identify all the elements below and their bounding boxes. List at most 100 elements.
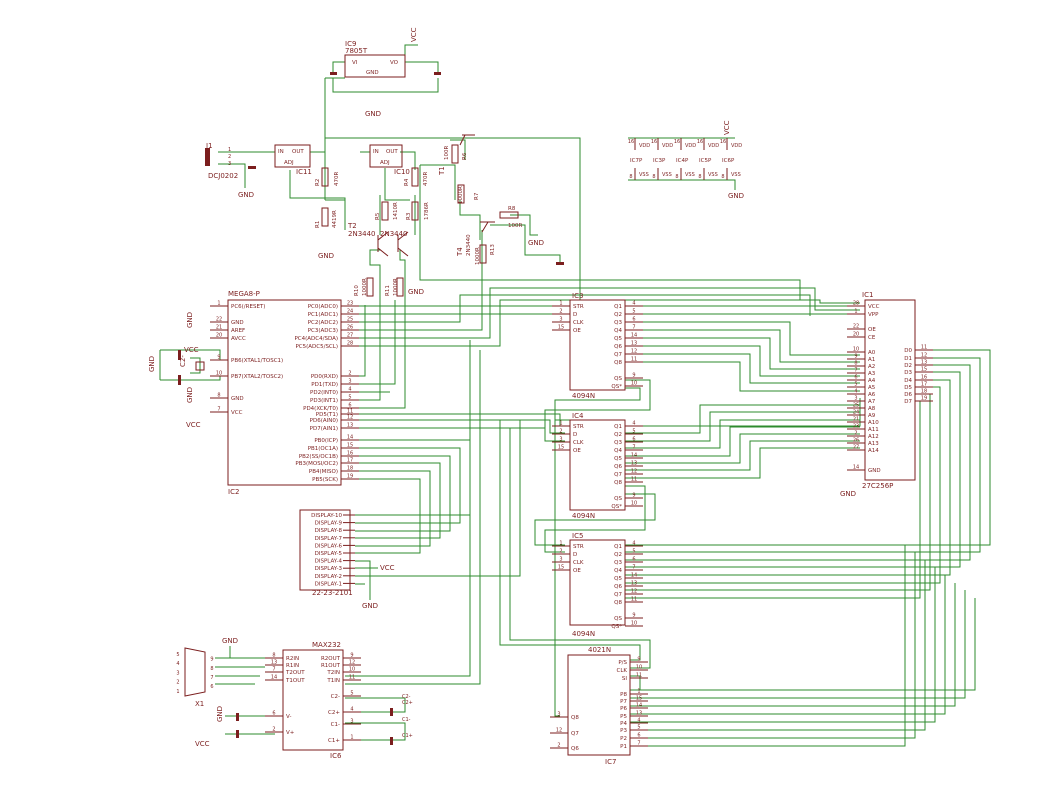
power-pin-top: 16 bbox=[697, 139, 703, 145]
sr0-right-pin-name: Q1 bbox=[614, 304, 622, 310]
r13-ref: R13 bbox=[490, 244, 496, 255]
ic7-p-pin-num: 13 bbox=[636, 711, 642, 717]
ic7-left-pin-name: Q8 bbox=[571, 715, 579, 721]
mcu-right-pin-num: 11 bbox=[347, 409, 353, 415]
gnd-label-mcu: GND bbox=[186, 312, 194, 328]
max232-title: MAX232 bbox=[312, 641, 341, 649]
sr0-right-pin-num: 7 bbox=[632, 325, 635, 331]
power-cap-label: IC3P bbox=[653, 158, 666, 164]
gnd-label-j1: GND bbox=[238, 191, 254, 199]
eprom-left-pin-num: 9 bbox=[854, 354, 857, 360]
ic9-pin-vi: VI bbox=[352, 60, 358, 66]
sr1-right-pin-num: 12 bbox=[631, 469, 637, 475]
ic7-p-pin-name: P1 bbox=[620, 744, 627, 750]
ic11-pin-out: OUT bbox=[292, 149, 304, 155]
mcu-left-pin-num: 20 bbox=[216, 333, 222, 339]
ic4-part: 4094N bbox=[572, 512, 595, 520]
max232-right-pin-num: 11 bbox=[349, 675, 355, 681]
ic7-p-pin-num: 5 bbox=[637, 725, 640, 731]
max232-right-pin-num: 9 bbox=[350, 653, 353, 659]
mcu-right-pin-num: 19 bbox=[347, 474, 353, 480]
gnd-label-r1: GND bbox=[318, 252, 334, 260]
sr0-right-pin-name: Q4 bbox=[614, 328, 622, 334]
power-pin-top-name: VDD bbox=[639, 143, 650, 149]
power-cap-label: IC6P bbox=[722, 158, 735, 164]
ic4-ref: IC4 bbox=[572, 412, 584, 420]
ic10-pin-out: OUT bbox=[386, 149, 398, 155]
power-pin-top: 16 bbox=[628, 139, 634, 145]
x1-pin-num: 8 bbox=[210, 666, 213, 672]
sr1-left-pin-name: CLK bbox=[573, 440, 584, 446]
mcu-right-pin-name: PB0(ICP) bbox=[314, 438, 338, 444]
max232-left-pin-name: T2OUT bbox=[285, 670, 305, 676]
sr2-right-pin-num: 4 bbox=[632, 541, 635, 547]
power-pin-bottom: 8 bbox=[652, 174, 655, 180]
r1-value: 4419R bbox=[332, 210, 338, 228]
sr1-right-pin-num: 13 bbox=[631, 461, 637, 467]
sr0-left-pin-name: OE bbox=[573, 328, 581, 334]
sr1-left-pin-name: OE bbox=[573, 448, 581, 454]
r3-ref: R3 bbox=[406, 212, 412, 220]
sr2-right-pin-name: Q2 bbox=[614, 552, 622, 558]
mcu-right-pin-num: 14 bbox=[347, 435, 353, 441]
gnd-label-r8: GND bbox=[528, 239, 544, 247]
sr2-right-pin-num: 6 bbox=[632, 557, 635, 563]
sr2-right-pin-name: QS bbox=[614, 616, 622, 622]
gnd-label-display: GND bbox=[362, 602, 378, 610]
mcu-right-pin-name: PB1(OC1A) bbox=[308, 446, 338, 452]
eprom-left-pin-num: 22 bbox=[853, 324, 859, 330]
max232-right-pin-name: R2OUT bbox=[321, 656, 341, 662]
sr0-right-pin-name: Q8 bbox=[614, 360, 622, 366]
eprom-left-pin-num: 4 bbox=[854, 389, 857, 395]
sr2-right-pin-name: Q4 bbox=[614, 568, 622, 574]
r6-ref: R6 bbox=[462, 152, 468, 160]
display-pin-label: DISPLAY-2 bbox=[315, 574, 342, 580]
mcu-left-pin-name: VCC bbox=[231, 410, 243, 416]
eprom-left-pin-num: 14 bbox=[853, 465, 859, 471]
power-pin-bottom: 8 bbox=[675, 174, 678, 180]
mcu-right-pin-name: PC3(ADC3) bbox=[308, 328, 338, 334]
max232-right-pin-name: T1IN bbox=[326, 678, 340, 684]
sr1-right-pin-name: Q6 bbox=[614, 464, 622, 470]
r11-value: 1000R bbox=[393, 278, 399, 296]
mcu-right-pin-name: PC1(ADC1) bbox=[308, 312, 338, 318]
max232-left-pin-name: V- bbox=[286, 714, 291, 720]
vcc-label-mcu: VCC bbox=[186, 421, 201, 429]
sr0-right-pin-name: Q5 bbox=[614, 336, 622, 342]
r4-ref: R4 bbox=[404, 178, 410, 186]
ic9-pin-vo: VO bbox=[390, 60, 399, 66]
mcu-left-pin-name: AVCC bbox=[231, 336, 246, 342]
gnd-label-t3: GND bbox=[408, 288, 424, 296]
sr0-left-pin-num: 1 bbox=[559, 301, 562, 307]
eprom-left-pin-num: 5 bbox=[854, 382, 857, 388]
r7-value: 1000R bbox=[458, 186, 464, 204]
mcu-left-pin-num: 9 bbox=[217, 355, 220, 361]
mcu-right-pin-num: 15 bbox=[347, 443, 353, 449]
max232-right-pin-num: 1 bbox=[350, 735, 353, 741]
eprom-left-pin-num: 26 bbox=[853, 438, 859, 444]
sr1-right-pin-num: 6 bbox=[632, 437, 635, 443]
mcu-right-pin-name: PD1(TXD) bbox=[311, 382, 338, 388]
t3-part: 2N3440 bbox=[380, 230, 408, 238]
max232-cap-label: C1+ bbox=[402, 733, 413, 739]
ic5-part: 4094N bbox=[572, 630, 595, 638]
vcc-label-xtal: VCC bbox=[184, 346, 199, 354]
mcu-left-pin-num: 22 bbox=[216, 317, 222, 323]
ic7-p-pin-name: P5 bbox=[620, 714, 627, 720]
ic10-pin-adj: ADJ bbox=[380, 160, 390, 166]
x1-pin-num: 2 bbox=[176, 680, 179, 686]
sr2-left-pin-name: D bbox=[573, 552, 577, 558]
sr0-right-pin-num: 14 bbox=[631, 333, 637, 339]
ic7-top-pin-name: CLK bbox=[616, 668, 627, 674]
power-pin-bottom: 8 bbox=[721, 174, 724, 180]
max232-left-pin-num: 6 bbox=[272, 711, 275, 717]
sr1-left-pin-name: D bbox=[573, 432, 577, 438]
x1-pin-num: 1 bbox=[176, 689, 179, 695]
power-pin-top: 16 bbox=[674, 139, 680, 145]
power-pin-bottom-name: VSS bbox=[731, 172, 741, 178]
eprom-right-pin-name: D5 bbox=[904, 385, 912, 391]
vcc-label-top: VCC bbox=[410, 27, 418, 42]
eprom-right-pin-num: 12 bbox=[921, 353, 927, 359]
sr1-right-pin-num: 5 bbox=[632, 429, 635, 435]
sr0-right-pin-num: 4 bbox=[632, 301, 635, 307]
